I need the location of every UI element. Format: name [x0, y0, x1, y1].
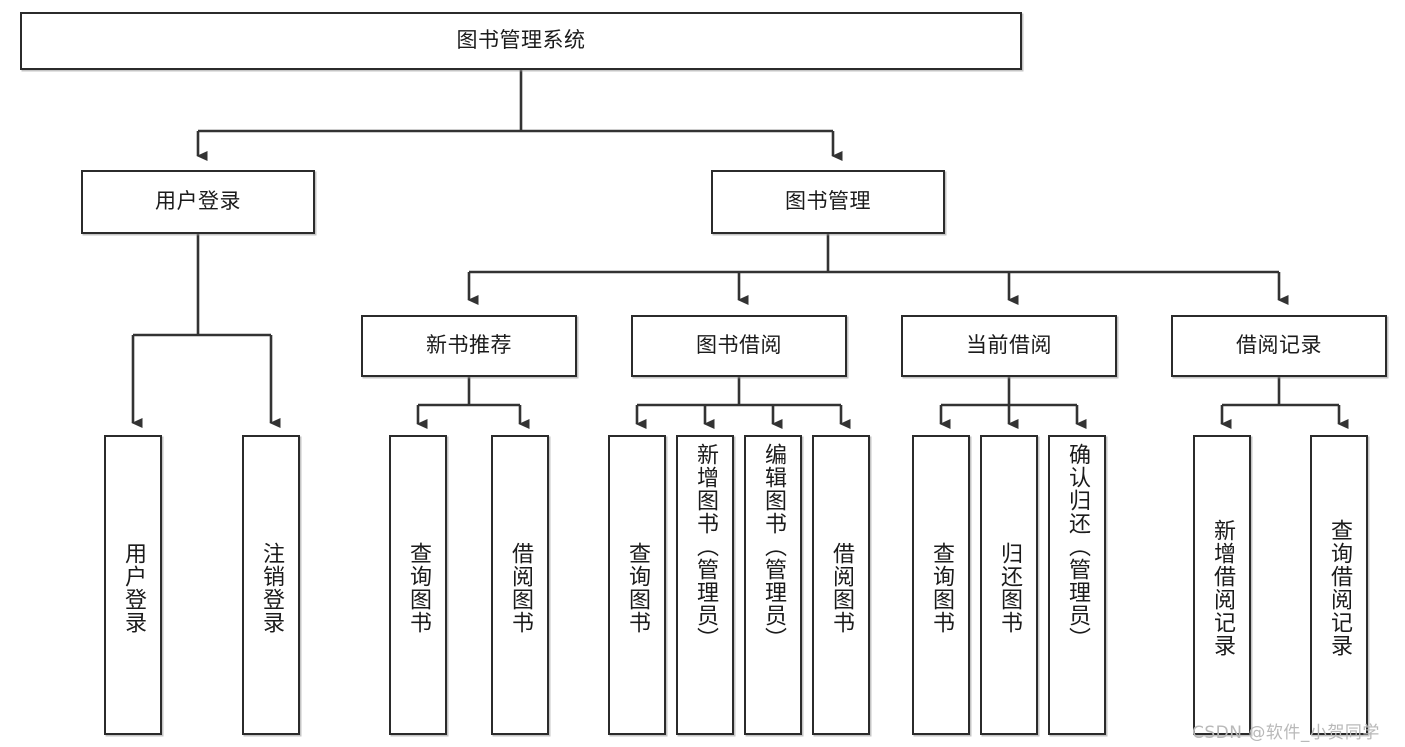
- node-leaf-return-book[interactable]: 归还图书: [980, 435, 1038, 735]
- node-root-system-label: 图书管理系统: [456, 28, 586, 53]
- node-leaf-edit-book-admin[interactable]: 编辑图书（管理员）: [744, 435, 802, 735]
- node-leaf-user-login[interactable]: 用户登录: [104, 435, 162, 735]
- csdn-watermark: CSDN @软件_小贺同学: [1192, 723, 1380, 743]
- node-leaf-confirm-return-admin-label: 确认归还（管理员）: [1064, 443, 1090, 650]
- node-leaf-logout[interactable]: 注销登录: [242, 435, 300, 735]
- node-leaf-query-book-borrow-label: 查询图书: [624, 542, 650, 634]
- node-leaf-borrow-book-new-label: 借阅图书: [507, 542, 533, 634]
- node-book-borrow-label: 图书借阅: [696, 333, 782, 358]
- node-leaf-query-book-new[interactable]: 查询图书: [389, 435, 447, 735]
- node-leaf-borrow-book-borrow-label: 借阅图书: [828, 542, 854, 634]
- node-book-manage-label: 图书管理: [785, 189, 871, 214]
- node-leaf-borrow-book-new[interactable]: 借阅图书: [491, 435, 549, 735]
- node-borrow-record-label: 借阅记录: [1236, 333, 1322, 358]
- node-leaf-query-book-new-label: 查询图书: [405, 542, 431, 634]
- node-book-borrow[interactable]: 图书借阅: [631, 315, 847, 377]
- node-leaf-add-book-admin-label: 新增图书（管理员）: [692, 443, 718, 650]
- node-current-borrow-label: 当前借阅: [966, 333, 1052, 358]
- node-root-system[interactable]: 图书管理系统: [20, 12, 1022, 70]
- node-leaf-confirm-return-admin[interactable]: 确认归还（管理员）: [1048, 435, 1106, 735]
- node-leaf-user-login-label: 用户登录: [120, 542, 146, 634]
- node-user-login-label: 用户登录: [155, 189, 241, 214]
- node-leaf-add-borrow-record[interactable]: 新增借阅记录: [1193, 435, 1251, 735]
- node-leaf-query-book-current-label: 查询图书: [928, 542, 954, 634]
- node-new-book-recommend-label: 新书推荐: [426, 333, 512, 358]
- node-leaf-edit-book-admin-label: 编辑图书（管理员）: [760, 443, 786, 650]
- node-leaf-query-borrow-record[interactable]: 查询借阅记录: [1310, 435, 1368, 735]
- node-leaf-query-book-current[interactable]: 查询图书: [912, 435, 970, 735]
- node-book-manage[interactable]: 图书管理: [711, 170, 945, 234]
- node-new-book-recommend[interactable]: 新书推荐: [361, 315, 577, 377]
- node-leaf-return-book-label: 归还图书: [996, 542, 1022, 634]
- node-leaf-borrow-book-borrow[interactable]: 借阅图书: [812, 435, 870, 735]
- node-current-borrow[interactable]: 当前借阅: [901, 315, 1117, 377]
- node-leaf-add-borrow-record-label: 新增借阅记录: [1209, 519, 1235, 657]
- node-leaf-query-borrow-record-label: 查询借阅记录: [1326, 519, 1352, 657]
- node-user-login[interactable]: 用户登录: [81, 170, 315, 234]
- node-leaf-query-book-borrow[interactable]: 查询图书: [608, 435, 666, 735]
- node-leaf-logout-label: 注销登录: [258, 542, 284, 634]
- node-leaf-add-book-admin[interactable]: 新增图书（管理员）: [676, 435, 734, 735]
- node-borrow-record[interactable]: 借阅记录: [1171, 315, 1387, 377]
